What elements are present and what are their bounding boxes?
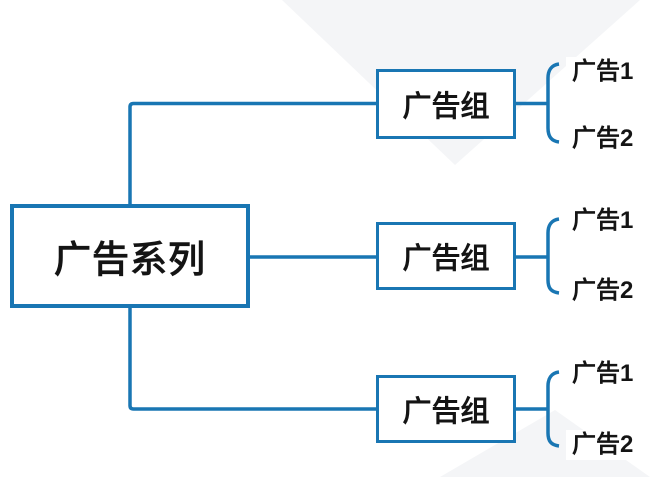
ad-label-group2-ad1: 广告1	[566, 206, 640, 236]
ad-label-group1-ad2: 广告2	[566, 124, 640, 154]
ad-label-group1-ad1: 广告1	[566, 57, 640, 87]
brace-group1-icon	[546, 62, 560, 144]
brace-group2-icon	[546, 217, 560, 295]
adgroup-node-3: 广告组	[376, 375, 516, 443]
campaign-node: 广告系列	[10, 204, 250, 308]
adgroup-node-2: 广告组	[376, 222, 516, 290]
connector-campaign-to-group1	[128, 101, 376, 204]
ad-label-group3-ad1: 广告1	[566, 359, 640, 389]
connector-campaign-to-group3	[128, 308, 376, 411]
ad-label-group3-ad2: 广告2	[566, 430, 640, 460]
ad-label-group2-ad2: 广告2	[566, 276, 640, 306]
brace-group3-icon	[546, 370, 560, 448]
adgroup-node-1: 广告组	[376, 69, 516, 139]
